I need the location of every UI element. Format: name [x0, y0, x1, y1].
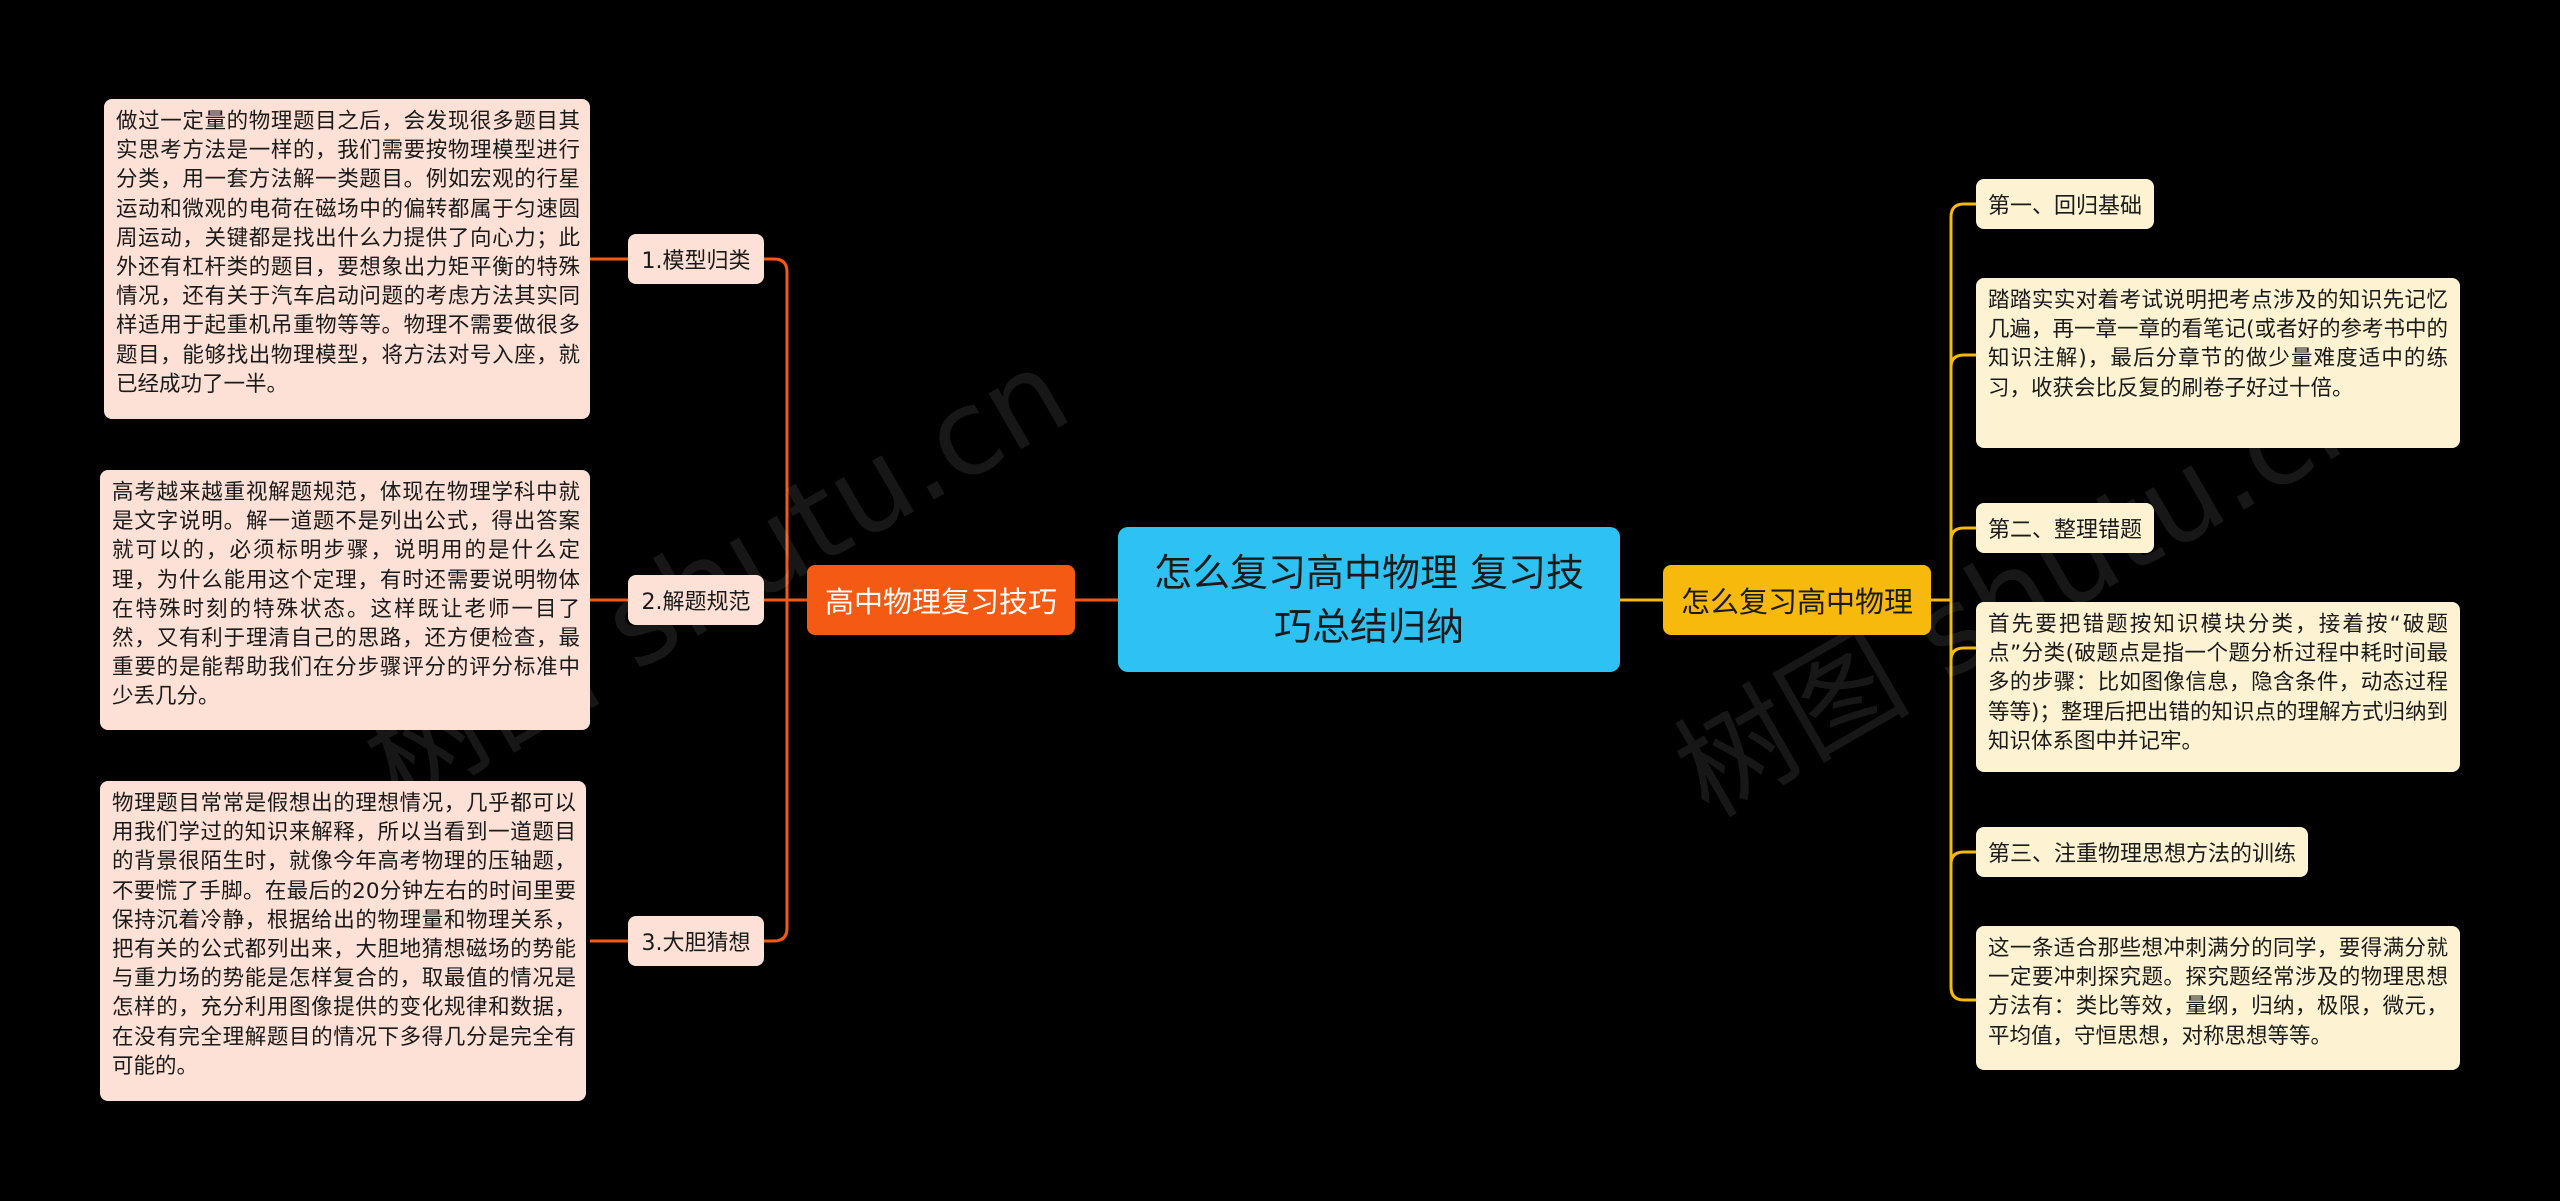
- topic-node-solution-norms[interactable]: 2.解题规范: [628, 575, 764, 625]
- topic-detail-organize-mistakes[interactable]: 首先要把错题按知识模块分类，接着按“破题点”分类(破题点是指一个题分析过程中耗时…: [1976, 602, 2460, 772]
- topic-node-bold-guess[interactable]: 3.大胆猜想: [628, 916, 764, 966]
- root-node[interactable]: 怎么复习高中物理 复习技巧总结归纳: [1118, 527, 1620, 672]
- branch-label: 高中物理复习技巧: [824, 585, 1057, 619]
- branch-node-how-to-review[interactable]: 怎么复习高中物理: [1663, 565, 1931, 635]
- root-title: 怎么复习高中物理 复习技巧总结归纳: [1153, 550, 1585, 649]
- topic-node-organize-mistakes[interactable]: 第二、整理错题: [1976, 503, 2155, 553]
- branch-node-study-tips[interactable]: 高中物理复习技巧: [807, 565, 1075, 635]
- topic-label: 第一、回归基础: [1988, 194, 2143, 219]
- topic-detail-back-to-basics[interactable]: 踏踏实实对着考试说明把考点涉及的知识先记忆几遍，再一章一章的看笔记(或者好的参考…: [1976, 278, 2460, 448]
- topic-node-physics-thinking[interactable]: 第三、注重物理思想方法的训练: [1976, 827, 2309, 877]
- branch-label: 怎么复习高中物理: [1680, 585, 1913, 619]
- topic-detail-solution-norms[interactable]: 高考越来越重视解题规范，体现在物理学科中就是文字说明。解一道题不是列出公式，得出…: [100, 470, 590, 730]
- topic-detail-bold-guess[interactable]: 物理题目常常是假想出的理想情况，几乎都可以用我们学过的知识来解释，所以当看到一道…: [100, 781, 586, 1101]
- topic-label: 第三、注重物理思想方法的训练: [1988, 842, 2297, 867]
- topic-label: 3.大胆猜想: [641, 931, 751, 956]
- topic-label: 1.模型归类: [641, 249, 751, 274]
- topic-detail-physics-thinking[interactable]: 这一条适合那些想冲刺满分的同学，要得满分就一定要冲刺探究题。探究题经常涉及的物理…: [1976, 926, 2460, 1070]
- topic-label: 2.解题规范: [641, 590, 751, 615]
- topic-node-back-to-basics[interactable]: 第一、回归基础: [1976, 179, 2155, 229]
- topic-label: 第二、整理错题: [1988, 518, 2143, 543]
- topic-detail-model-classification[interactable]: 做过一定量的物理题目之后，会发现很多题目其实思考方法是一样的，我们需要按物理模型…: [104, 99, 590, 419]
- topic-node-model-classification[interactable]: 1.模型归类: [628, 234, 764, 284]
